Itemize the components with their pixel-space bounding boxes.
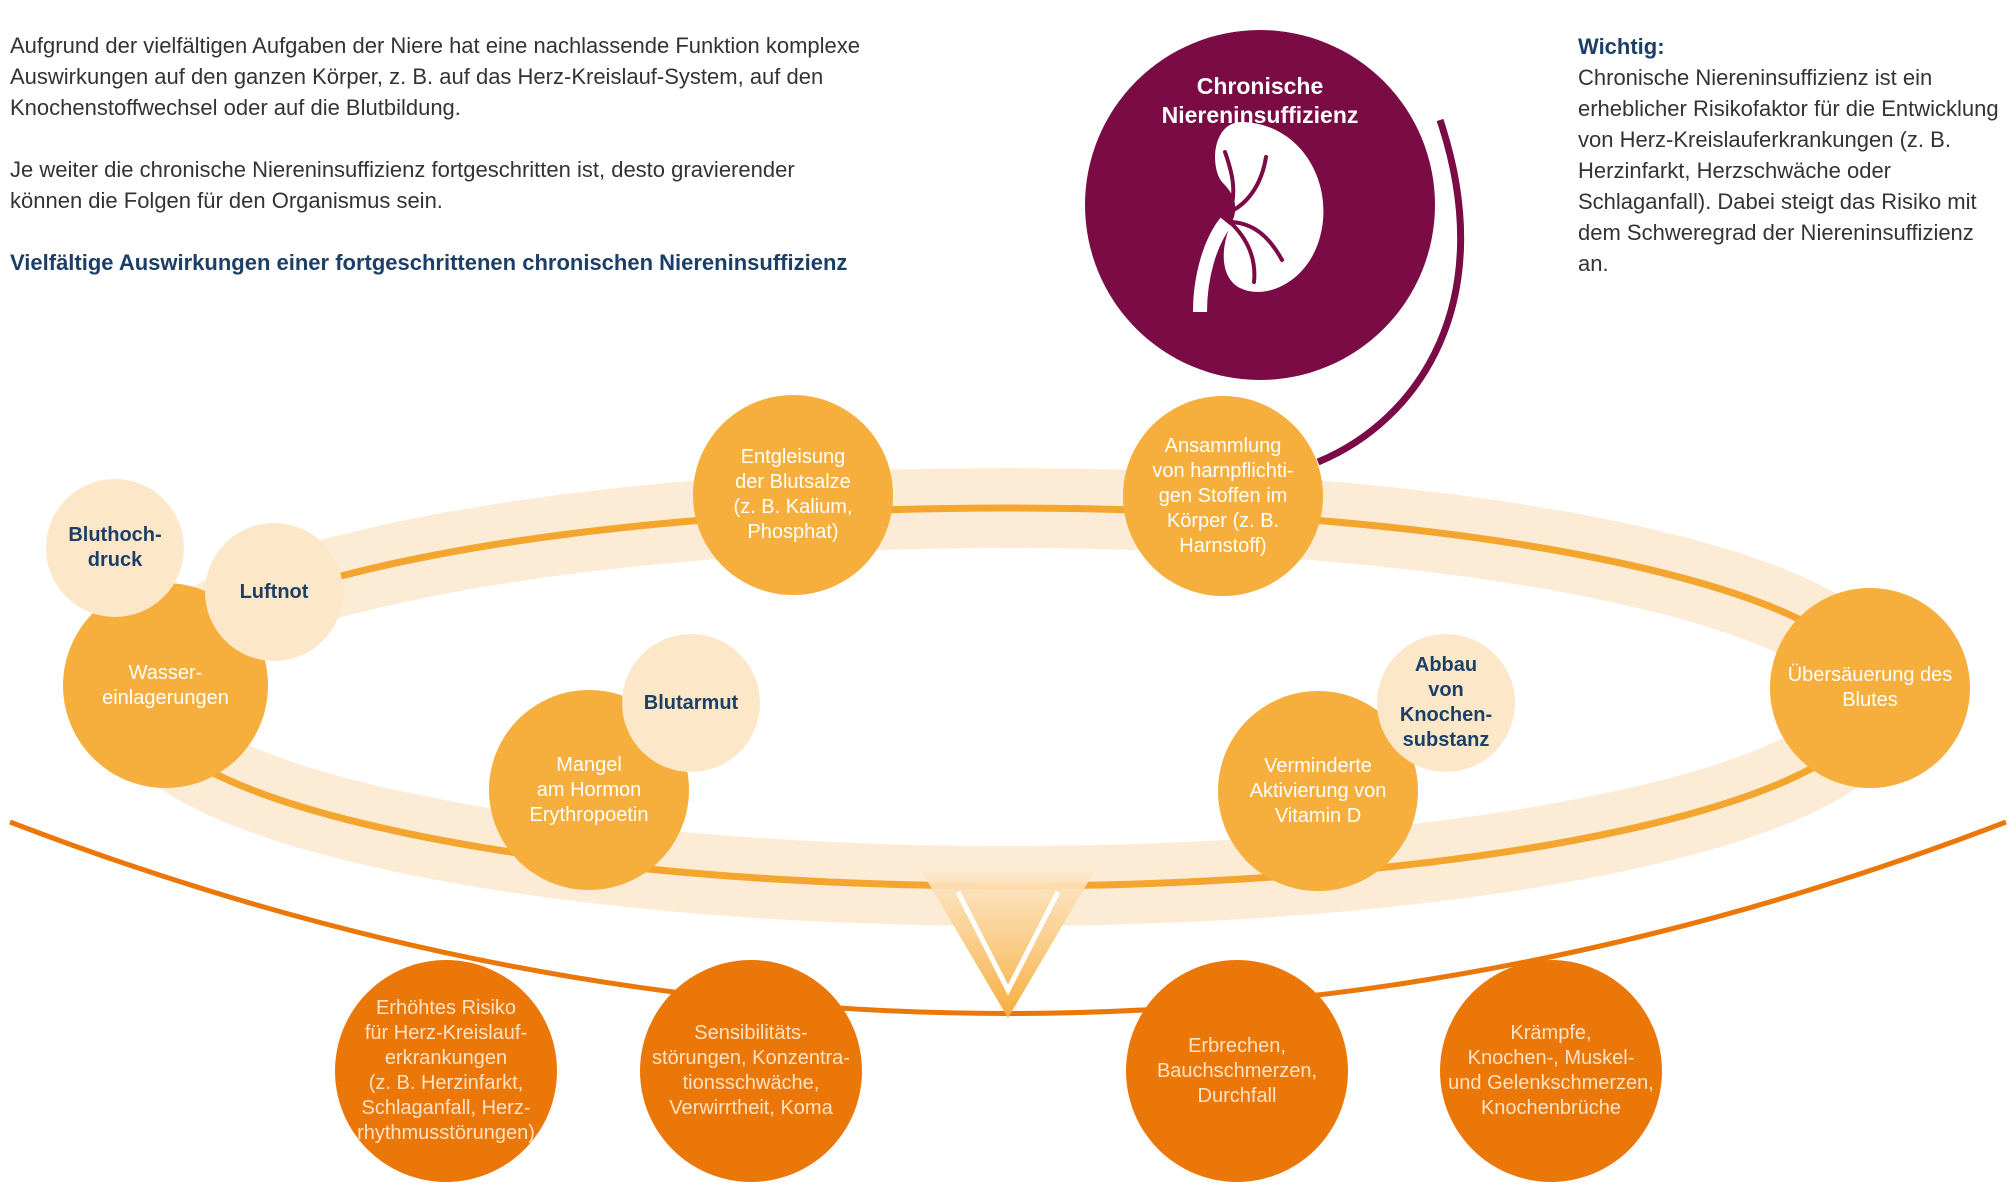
important-note: Wichtig: Chronische Niereninsuffizienz i… [1578,31,2008,279]
important-text: Chronische Niereninsuffizienz ist ein er… [1578,65,1999,276]
intro-paragraph-2: Je weiter die chronische Niereninsuffizi… [10,157,795,213]
center-connector [1316,118,1465,466]
bubble-entgleisung: Entgleisung der Blutsalze (z. B. Kalium,… [693,395,893,595]
outcome-herz-kreislauf: Erhöhtes Risiko für Herz-Kreislauf- erkr… [335,960,557,1182]
label-wassereinlagerungen: Wasser- einlagerungen [102,661,229,709]
label-blutarmut: Blutarmut [643,691,739,714]
outcome-sensibilitaet: Sensibilitäts- störungen, Konzentra- tio… [640,960,862,1182]
label-kraempfe: Krämpfe, Knochen-, Muskel- und Gelenksch… [1448,1022,1654,1119]
label-ansammlung: Ansammlung von harnpflichti- gen Stoffen… [1152,434,1294,557]
intro-text: Aufgrund der vielfältigen Aufgaben der N… [10,30,870,278]
bubble-knochensubstanz: Abbau von Knochen- substanz [1377,634,1515,772]
bubble-uebersaeuerung: Übersäuerung des Blutes [1770,588,1970,788]
intro-paragraph-1: Aufgrund der vielfältigen Aufgaben der N… [10,33,860,120]
label-herz-kreislauf: Erhöhtes Risiko für Herz-Kreislauf- erkr… [357,997,535,1144]
outcome-kraempfe: Krämpfe, Knochen-, Muskel- und Gelenksch… [1440,960,1662,1182]
label-uebersaeuerung: Übersäuerung des Blutes [1787,664,1953,711]
label-knochensubstanz: Abbau von Knochen- substanz [1399,654,1493,751]
label-erythropoetin: Mangel am Hormon Erythropoetin [529,753,649,826]
diagram-heading: Vielfältige Auswirkungen einer fortgesch… [10,250,848,275]
funnel-arrow [922,872,1094,1018]
bubble-bluthochdruck: Bluthoch- druck [46,479,184,617]
bubble-ansammlung: Ansammlung von harnpflichti- gen Stoffen… [1123,396,1323,596]
bubble-erythropoetin: Mangel am Hormon Erythropoetin [489,690,689,890]
label-bluthochdruck: Bluthoch- druck [68,524,162,571]
label-luftnot: Luftnot [239,580,309,603]
kidney-icon [1193,122,1324,312]
important-title: Wichtig: [1578,34,1665,59]
bubble-luftnot: Luftnot [205,523,343,661]
outcome-erbrechen: Erbrechen, Bauchschmerzen, Durchfall [1126,960,1348,1182]
label-erbrechen: Erbrechen, Bauchschmerzen, Durchfall [1156,1034,1318,1107]
bubble-blutarmut: Blutarmut [622,634,760,772]
funnel-chevron [955,890,1061,996]
ring-line [136,504,1880,890]
label-entgleisung: Entgleisung der Blutsalze (z. B. Kalium,… [733,446,853,543]
label-sensibilitaet: Sensibilitäts- störungen, Konzentra- tio… [652,1022,850,1119]
center-label: Chronische Niereninsuffizienz [1161,73,1359,128]
label-vitamin-d: Verminderte Aktivierung von Vitamin D [1249,754,1387,827]
